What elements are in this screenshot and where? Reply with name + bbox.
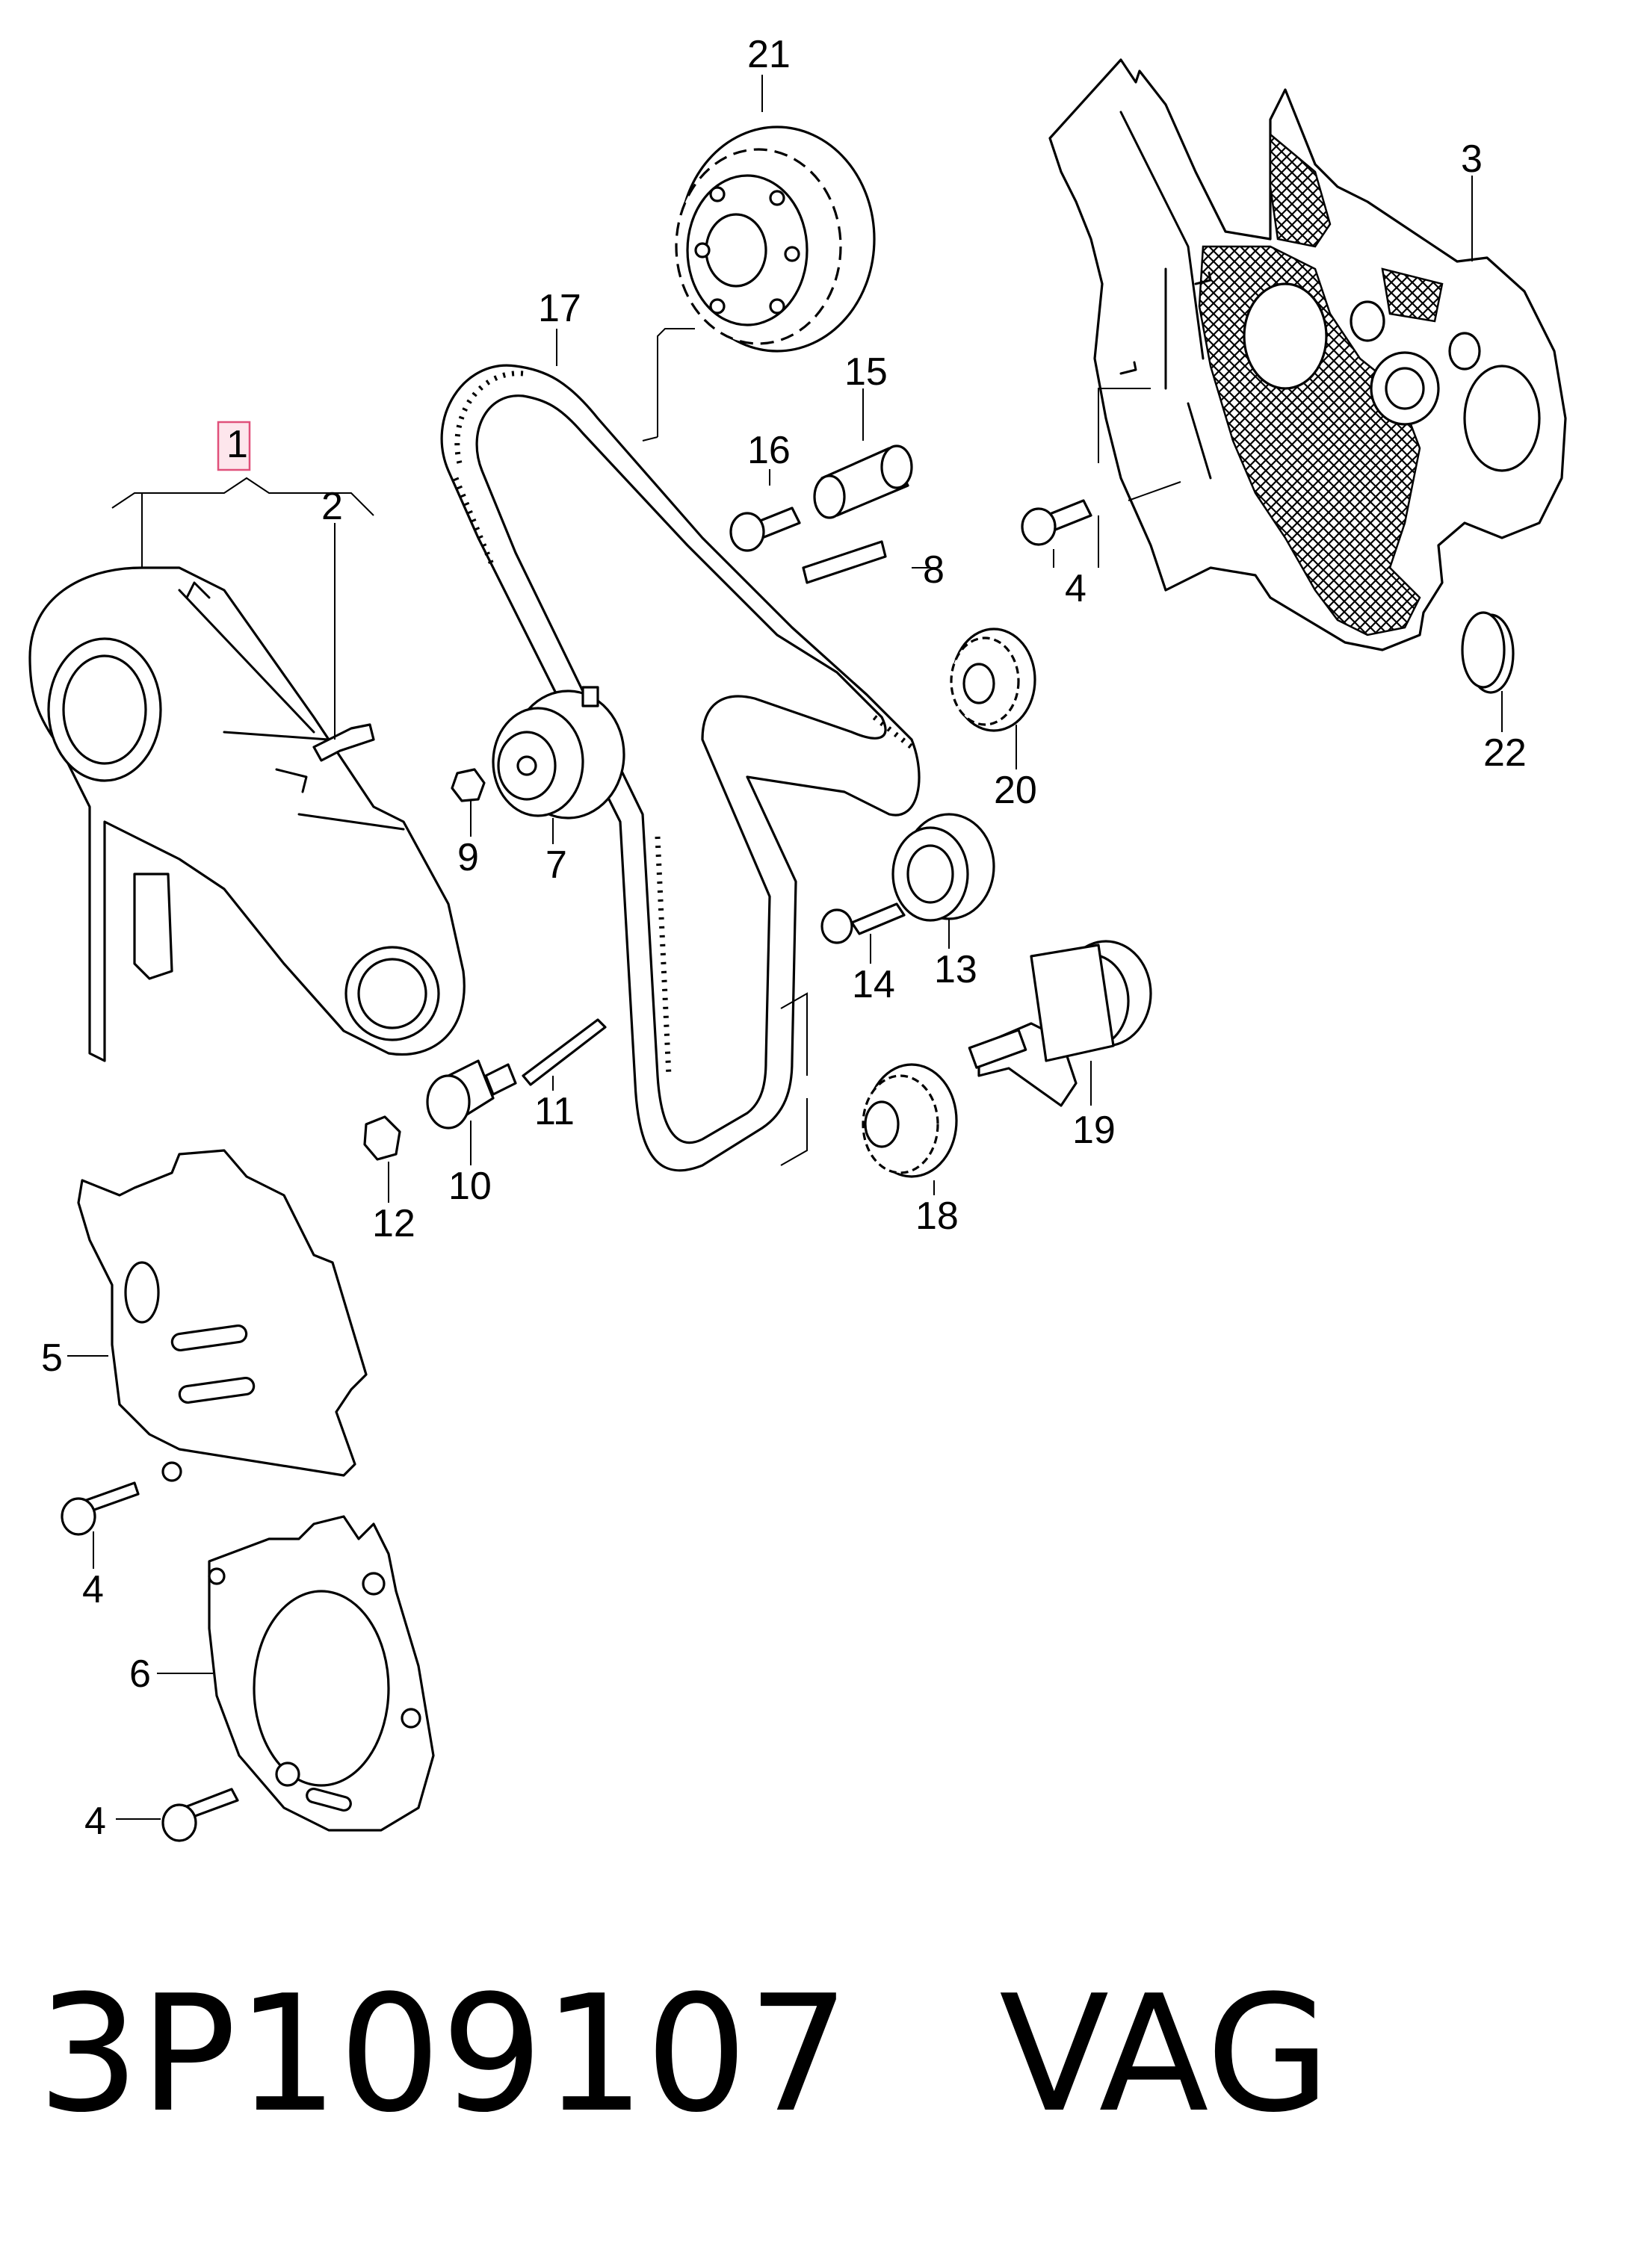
water-pump — [968, 940, 1152, 1107]
small-sprocket — [950, 628, 1036, 732]
callout-4: 4 — [1065, 567, 1086, 610]
callout-18: 18 — [915, 1195, 959, 1238]
callout-13: 13 — [934, 948, 977, 991]
lower-bolts — [61, 1481, 239, 1842]
callout-1: 1 — [226, 423, 248, 466]
callout-5: 5 — [41, 1336, 63, 1380]
leader-lines — [67, 75, 1503, 1820]
brand-name: VAG — [999, 1960, 1331, 2148]
callout-22: 22 — [1483, 731, 1527, 775]
idler-roller — [891, 813, 995, 922]
cover-plug — [1461, 611, 1515, 694]
callout-4: 4 — [82, 1568, 104, 1611]
callout-15: 15 — [844, 350, 888, 394]
camshaft-sprocket — [675, 126, 876, 353]
callout-7: 7 — [545, 843, 567, 887]
callout-12: 12 — [372, 1202, 415, 1245]
crankshaft-sprocket — [862, 1063, 958, 1178]
part-number: 3P109107 — [37, 1960, 850, 2148]
callout-17: 17 — [538, 287, 581, 330]
callout-19: 19 — [1072, 1109, 1116, 1152]
part-caption: 3P109107 VAG — [37, 1957, 1607, 2151]
callout-21: 21 — [747, 33, 791, 76]
callout-1-highlight — [217, 421, 251, 471]
callout-14: 14 — [852, 963, 895, 1006]
callout-10: 10 — [448, 1165, 492, 1208]
callout-3: 3 — [1461, 137, 1483, 181]
callout-16: 16 — [747, 429, 791, 472]
lower-backing-plate — [208, 1515, 435, 1832]
callout-8: 8 — [923, 548, 945, 592]
callout-6: 6 — [129, 1652, 151, 1696]
callout-9: 9 — [457, 836, 479, 879]
callout-11: 11 — [534, 1090, 575, 1133]
callout-4: 4 — [84, 1800, 106, 1843]
upper-timing-cover — [28, 566, 466, 1062]
timing-belt-exploded-diagram: 1 2 3 4 4 4 5 6 7 8 9 10 11 12 13 14 15 … — [28, 33, 1567, 1843]
callout-labels: 1 2 3 4 4 4 5 6 7 8 9 10 11 12 13 14 15 … — [41, 33, 1527, 1843]
idler-pulley — [426, 1059, 517, 1130]
callout-2: 2 — [321, 485, 343, 528]
rear-timing-cover — [1048, 58, 1567, 651]
cover-clip — [312, 723, 375, 762]
fasteners — [363, 444, 1092, 1161]
timing-belt — [440, 364, 921, 1172]
tensioner-pulley — [492, 686, 625, 819]
callout-20: 20 — [994, 769, 1037, 812]
lower-timing-cover — [77, 1149, 368, 1482]
